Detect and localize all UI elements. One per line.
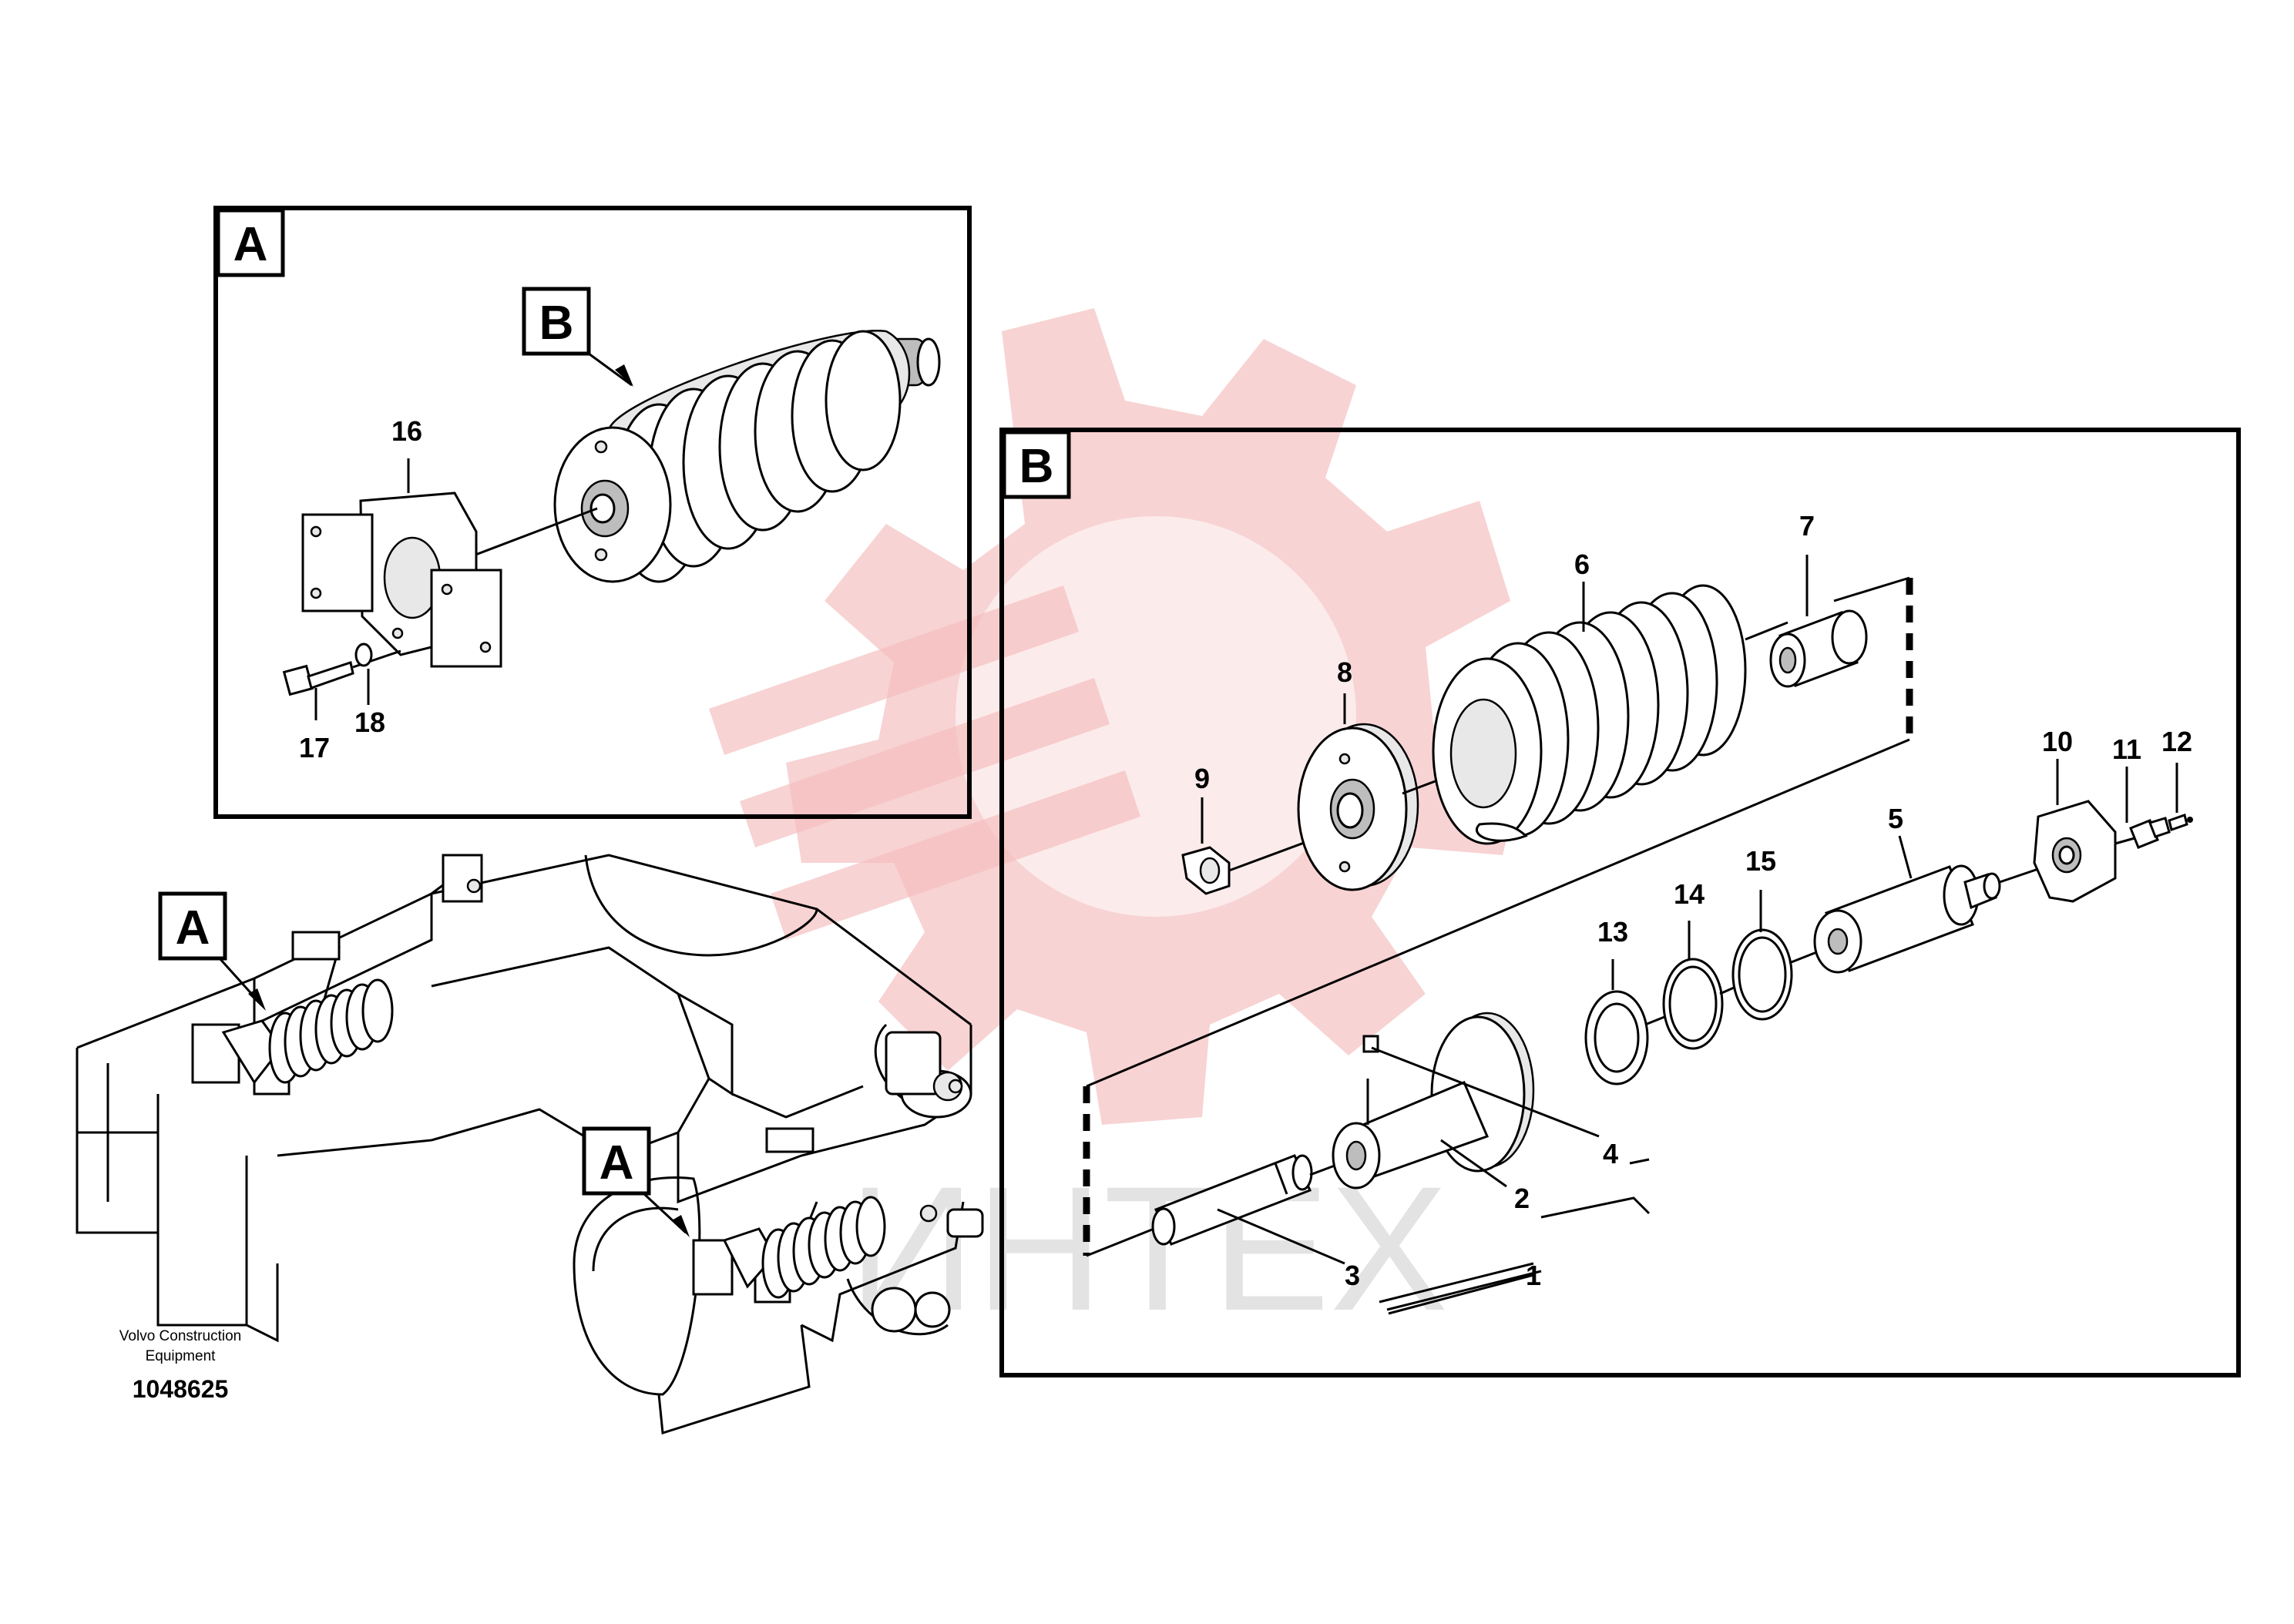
cap-12: [2168, 814, 2193, 831]
nut-9: [1181, 846, 1231, 895]
panel-b-label: B: [1019, 440, 1054, 493]
bolt-17: [282, 649, 401, 696]
label-11: 11: [2112, 733, 2141, 765]
label-9: 9: [1194, 763, 1210, 794]
grease-fitting-11: [2129, 817, 2171, 849]
label-4: 4: [1603, 1138, 1618, 1169]
spring-assembly: [553, 330, 941, 583]
panel-b-label-box: [1002, 430, 1071, 499]
seal-ring-14: [1662, 958, 1724, 1050]
panel-a-frame: [213, 206, 972, 819]
label-17: 17: [299, 732, 330, 763]
detail-panel-b: B 9 8: [999, 428, 2241, 1377]
panel-a-label: A: [233, 218, 268, 271]
label-3: 3: [1345, 1260, 1360, 1291]
drawing-number: 1048625: [133, 1375, 229, 1403]
overview-a2-box: [582, 1126, 651, 1196]
tensioner-spring-right: [692, 1196, 886, 1304]
overview-a1-box: [158, 891, 227, 961]
tensioner-spring-left: [191, 978, 394, 1096]
label-14: 14: [1674, 878, 1705, 910]
panel-a-label-box: [216, 208, 285, 277]
pin-3: [1151, 1154, 1313, 1246]
label-16: 16: [391, 415, 422, 447]
watermark-logo: ИНТЕХ: [709, 308, 1526, 1347]
overview-undercarriage: A A: [76, 854, 984, 1434]
manufacturer-line2: Equipment: [146, 1348, 217, 1364]
label-7: 7: [1799, 510, 1815, 542]
overview-a1-label: A: [176, 901, 210, 955]
seal-ring-13: [1584, 990, 1649, 1085]
flanged-tube-2: [1332, 1012, 1535, 1189]
title-block: Volvo Construction Equipment 1048625: [119, 1328, 241, 1403]
panel-b-frame: [999, 428, 2241, 1377]
label-2: 2: [1514, 1183, 1530, 1214]
detail-panel-a: A B: [213, 206, 972, 819]
seal-ring-15: [1731, 928, 1793, 1021]
manufacturer-line1: Volvo Construction: [119, 1328, 241, 1344]
label-5: 5: [1888, 803, 1903, 834]
overview-a2-label: A: [600, 1136, 634, 1189]
label-6: 6: [1574, 549, 1590, 580]
spring-6: [1432, 584, 1747, 845]
b-callout-label: B: [539, 297, 574, 350]
label-8: 8: [1337, 656, 1352, 688]
rod-5: [1813, 864, 2001, 974]
label-18: 18: [354, 706, 385, 738]
spring-coils: [613, 330, 902, 583]
b-callout-box: [522, 287, 591, 356]
block-10: [2033, 800, 2117, 903]
label-12: 12: [2161, 726, 2192, 757]
disc-8: [1297, 723, 1419, 891]
bushing-7: [1769, 609, 1868, 688]
label-10: 10: [2042, 726, 2073, 757]
label-13: 13: [1597, 916, 1628, 948]
label-15: 15: [1745, 845, 1776, 877]
washer-18: [354, 643, 373, 667]
bracket-plate-16: [301, 492, 502, 668]
